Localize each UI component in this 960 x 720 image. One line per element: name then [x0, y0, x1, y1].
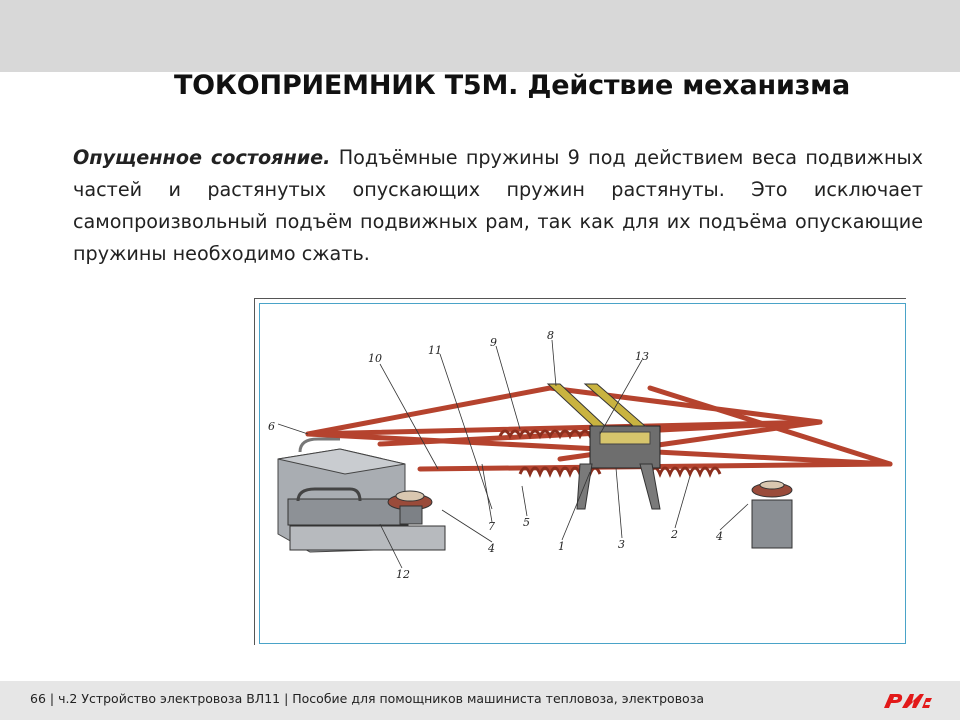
- footer-text: 66 | ч.2 Устройство электровоза ВЛ11 | П…: [30, 691, 705, 706]
- callout-1: 1: [558, 540, 565, 553]
- base-frame: [277, 437, 446, 553]
- callout-7: 7: [488, 520, 495, 533]
- rzd-logo-icon: [884, 694, 932, 708]
- callout-13: 13: [635, 350, 649, 363]
- body-paragraph: Опущенное состояние. Подъёмные пружины 9…: [73, 142, 923, 270]
- callout-5: 5: [523, 516, 530, 529]
- header-band: [0, 0, 960, 72]
- state-heading: Опущенное состояние.: [73, 146, 331, 169]
- callout-11: 11: [428, 344, 442, 357]
- pantograph-drawing: 6 10 11 9 8 13 7 5 4 12 1 3 2 4: [268, 329, 893, 581]
- pantograph-illustration: 6 10 11 9 8 13 7 5 4 12 1 3 2 4: [259, 303, 906, 644]
- right-insulator: [751, 480, 793, 549]
- body-text: Подъёмные пружины 9 под действием веса п…: [73, 146, 923, 265]
- callout-12: 12: [396, 568, 410, 581]
- leader-lines: [277, 339, 749, 569]
- callout-4-right: 4: [715, 530, 723, 543]
- footer-bar: [0, 681, 960, 720]
- callout-4-left: 4: [487, 542, 495, 555]
- slide-title: ТОКОПРИЕМНИК Т5М. Действие механизма: [173, 70, 851, 101]
- callout-3: 3: [618, 538, 625, 551]
- callout-9: 9: [490, 336, 497, 349]
- callout-2: 2: [670, 528, 678, 541]
- figure-frame: 6 10 11 9 8 13 7 5 4 12 1 3 2 4: [254, 298, 906, 645]
- callout-8: 8: [547, 329, 554, 342]
- callout-10: 10: [368, 352, 382, 365]
- callout-6: 6: [268, 420, 275, 433]
